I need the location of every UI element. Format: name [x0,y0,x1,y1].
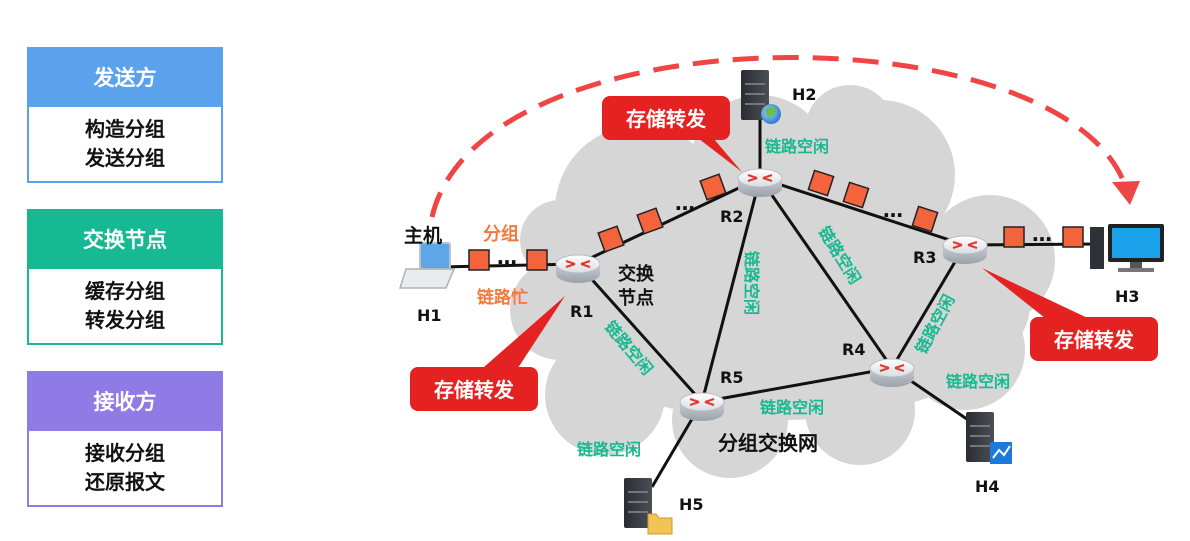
sender-line-2: 发送分组 [85,146,165,170]
delivery-arc-arrow [429,55,1128,218]
host-label-h2: H2 [792,85,817,104]
router-label-r5: R5 [720,368,743,387]
router-r4 [869,358,915,387]
switch-node-text-2: 节点 [618,287,654,309]
packets [468,169,1084,271]
server-globe-icon [741,70,781,124]
packet [636,207,664,235]
receiver-panel: 接收方 接收分组 还原报文 [27,371,223,507]
packet [911,205,939,233]
switch-node-title: 交换节点 [27,209,223,269]
server-chart-icon [966,412,1012,464]
svg-text:…: … [883,198,903,222]
host-text: 主机 [404,225,442,247]
sender-title: 发送方 [27,47,223,107]
laptop-icon [398,242,456,289]
sender-line-1: 构造分组 [85,117,165,141]
receiver-line-2: 还原报文 [85,470,165,494]
store-forward-callout-r3: 存储转发 [982,268,1158,361]
svg-text:…: … [1032,222,1052,246]
packet [526,249,548,271]
host-label-h3: H3 [1115,287,1140,306]
network-title: 分组交换网 [718,431,818,455]
link-idle-label: 链路空闲 [946,372,1010,391]
svg-text:存储转发: 存储转发 [434,378,515,402]
packet [699,173,727,201]
receiver-body: 接收分组 还原报文 [27,431,223,507]
router-label-r1: R1 [570,302,593,321]
switch-node-line-2: 转发分组 [85,308,165,332]
link-idle-label: 链路空闲 [765,137,829,156]
router-label-r3: R3 [913,248,936,267]
router-label-r2: R2 [720,207,743,226]
node-labels: H1 H2 H3 H4 H5 R1 R2 R3 R4 R5 [417,85,1140,514]
packet-text: 分组 [483,223,519,245]
sender-body: 构造分组 发送分组 [27,107,223,183]
router-r3 [942,235,988,264]
svg-text:存储转发: 存储转发 [626,107,707,131]
svg-text:…: … [497,245,517,269]
store-forward-callout-r1: 存储转发 [410,296,565,411]
switch-node-line-1: 缓存分组 [85,279,165,303]
router-r5 [679,392,725,421]
host-label-h5: H5 [679,495,704,514]
switch-node-body: 缓存分组 转发分组 [27,269,223,345]
host-label-h4: H4 [975,477,1000,496]
link-idle-label: 链路空闲 [760,398,824,417]
receiver-title: 接收方 [27,371,223,431]
arrow-head [1112,181,1140,205]
router-label-r4: R4 [842,340,865,359]
router-r1 [555,254,601,283]
packet [842,181,870,209]
svg-text:…: … [675,191,695,215]
receiver-line-1: 接收分组 [85,441,165,465]
sender-panel: 发送方 构造分组 发送分组 [27,47,223,183]
router-r2 [737,168,783,197]
link-idle-label: 链路空闲 [577,440,641,459]
switch-node-panel: 交换节点 缓存分组 转发分组 [27,209,223,345]
packet [468,249,490,271]
host-label-h1: H1 [417,306,442,325]
desktop-computer-icon [1090,224,1164,272]
link-idle-label: 链路空闲 [742,251,761,315]
svg-text:存储转发: 存储转发 [1054,328,1135,352]
packet-dots: … … … … [497,191,1052,269]
link-busy-text: 链路忙 [477,287,528,308]
packet [1062,226,1084,248]
packet [597,225,625,253]
server-folder-icon [624,478,673,535]
packet [1003,226,1025,248]
packet [807,169,835,197]
switch-node-text-1: 交换 [618,263,655,285]
store-forward-callout-r2: 存储转发 [602,96,742,172]
